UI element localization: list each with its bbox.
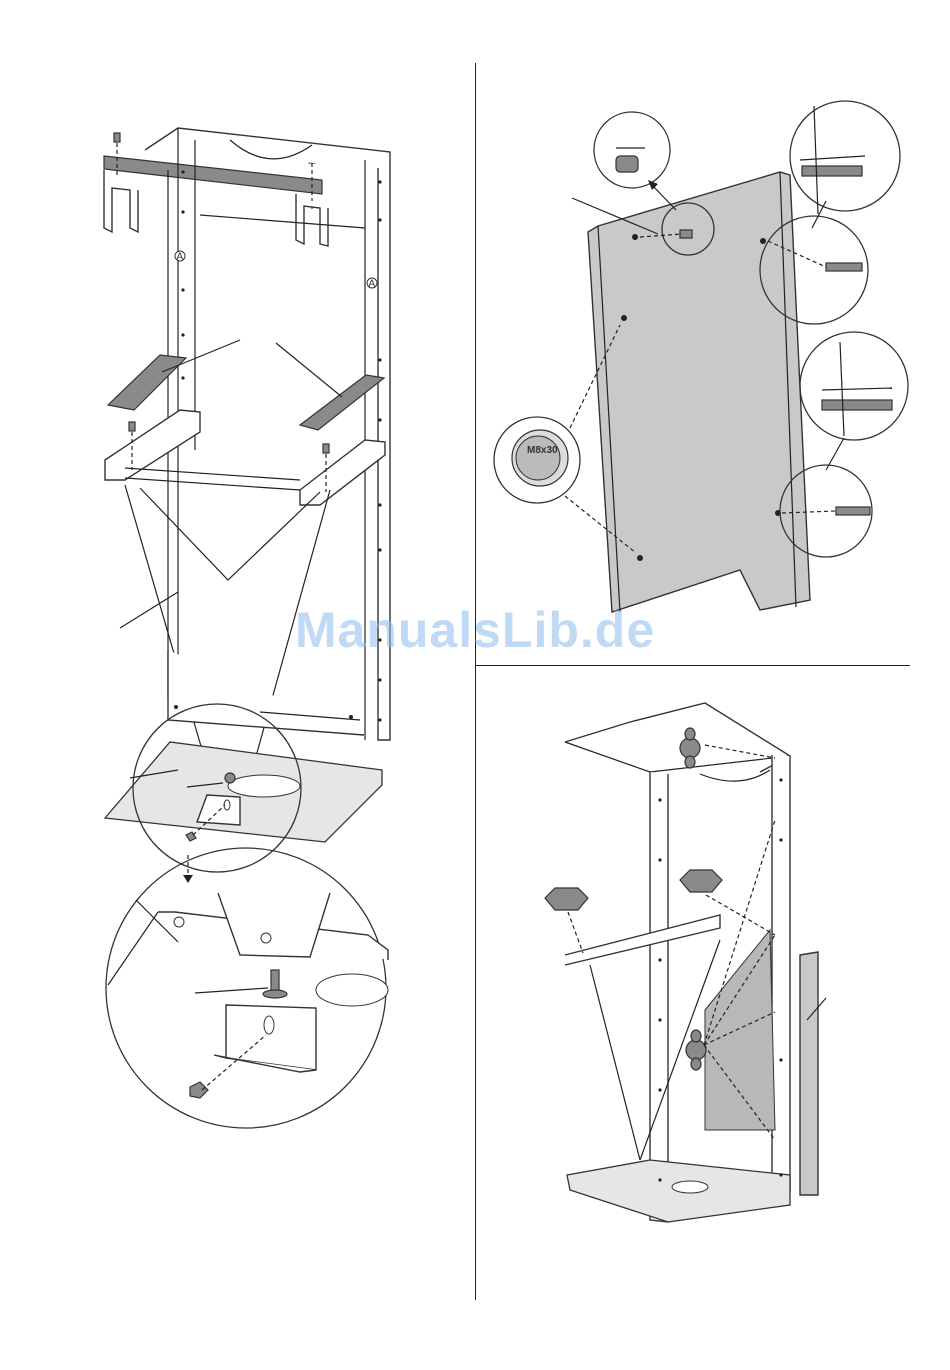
hex-nut-right-icon — [680, 870, 722, 892]
hex-nut-left-icon — [545, 888, 588, 910]
wing-nut-bottom-icon — [686, 1030, 706, 1070]
watermark: ManualsLib.de — [0, 601, 950, 659]
